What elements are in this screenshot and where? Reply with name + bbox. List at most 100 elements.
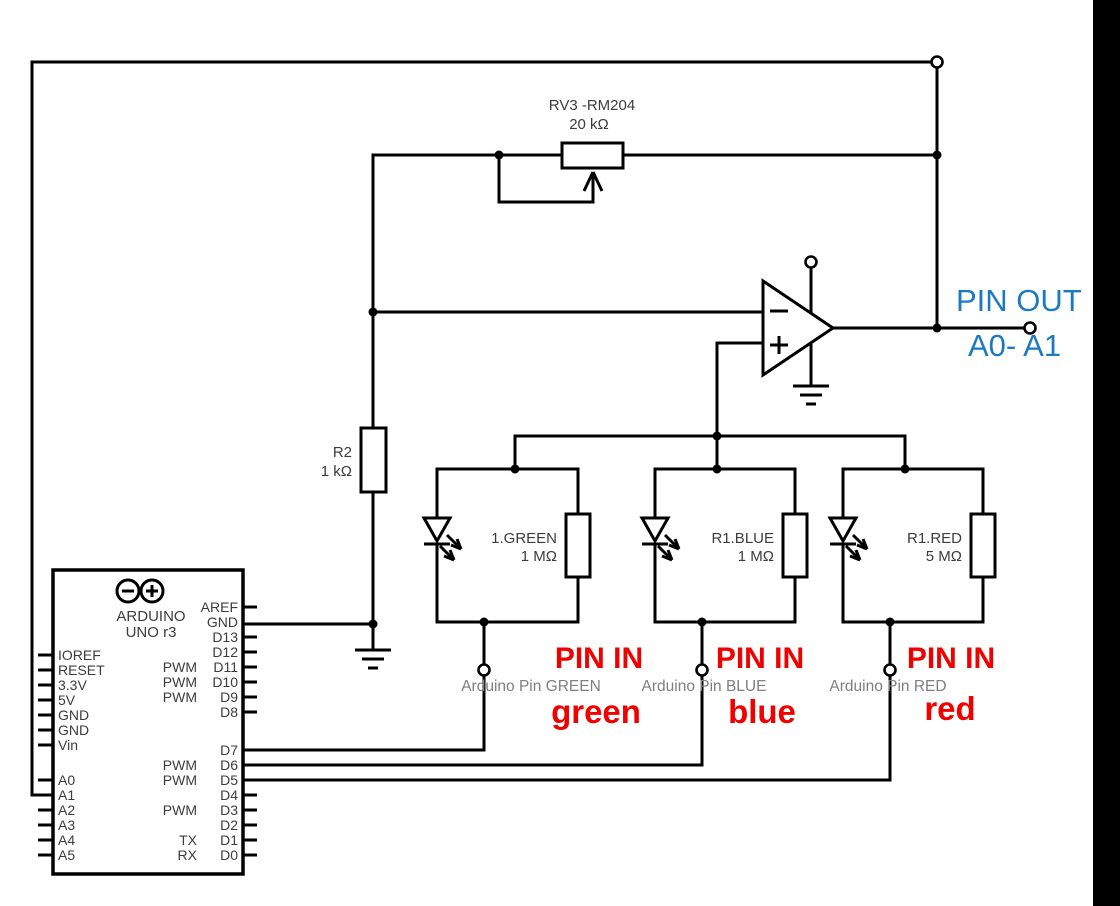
- wire-red-loop: [841, 467, 985, 624]
- pin-label-d3: D3: [220, 802, 238, 818]
- terminal-pin-in-blue: [695, 663, 709, 677]
- pin-label-3v3: 3.3V: [58, 677, 87, 693]
- arduino-logo-plus-icon: [146, 585, 158, 597]
- potentiometer-body: [560, 141, 625, 170]
- note-arduino-pin-red: Arduino Pin RED: [829, 678, 946, 695]
- led-blue-arrows: [656, 533, 681, 562]
- annotation-pin-in-red: PIN IN: [907, 642, 995, 675]
- pin-label-a4: A4: [58, 832, 75, 848]
- pin-label-d13: D13: [212, 629, 238, 645]
- annotation-pin-out-line2: A0- A1: [968, 328, 1061, 363]
- resistor-r2-value: 1 kΩ: [321, 463, 352, 480]
- pin-label-gnd1: GND: [58, 707, 89, 723]
- ground-symbol-r2: [355, 648, 391, 670]
- wire-green-loop: [435, 467, 580, 624]
- pin-prefix-d0: RX: [178, 847, 198, 863]
- branch-blue-value: 1 MΩ: [738, 548, 774, 565]
- terminal-pin-in-green: [477, 663, 491, 677]
- pin-label-d2: D2: [220, 817, 238, 833]
- led-green-arrows: [438, 533, 463, 562]
- junction-dot: [932, 323, 942, 333]
- junction-dot: [368, 307, 378, 317]
- branch-red-value: 5 MΩ: [926, 548, 962, 565]
- arduino-left-pin-stubs: [38, 653, 53, 857]
- note-arduino-pin-green: Arduino Pin GREEN: [461, 678, 601, 695]
- led-blue-icon: [639, 516, 671, 545]
- resistor-r2-name: R2: [333, 444, 352, 461]
- pin-label-d11: D11: [213, 659, 238, 675]
- pin-label-a1: A1: [58, 787, 75, 803]
- wire-led-rail: [513, 434, 907, 469]
- potentiometer-name: RV3 -RM204: [549, 97, 635, 114]
- pin-label-reset: RESET: [58, 662, 105, 678]
- junction-dot: [510, 464, 520, 474]
- pin-prefix-d3: PWM: [163, 802, 197, 818]
- annotation-pin-out-line1: PIN OUT: [956, 283, 1082, 318]
- junction-dot: [479, 617, 489, 627]
- pin-prefix-d6: PWM: [163, 757, 197, 773]
- annotation-pin-in-green: PIN IN: [555, 642, 643, 675]
- pin-label-gnd-right: GND: [207, 614, 238, 630]
- wire-noninverting-input: [715, 341, 763, 469]
- branch-blue-label: R1.BLUE: [711, 530, 774, 547]
- ground-symbol-opamp: [793, 384, 829, 406]
- pin-label-a0: A0: [58, 772, 75, 788]
- opamp-noninverting-mark: [770, 336, 788, 354]
- terminal-pin-in-red: [883, 663, 897, 677]
- wire-pot-wiper-arrow: [497, 157, 604, 204]
- arduino-right-pin-stubs: [243, 605, 257, 857]
- annotation-pin-in-blue: PIN IN: [716, 642, 804, 675]
- screen-edge-band: [1093, 0, 1120, 906]
- pin-label-d6: D6: [220, 757, 238, 773]
- pin-label-a2: A2: [58, 802, 75, 818]
- arduino-title: ARDUINO: [116, 608, 185, 625]
- branch-green-label: 1.GREEN: [491, 530, 557, 547]
- resistor-r2-body: [359, 426, 388, 494]
- pin-label-5v: 5V: [58, 692, 76, 708]
- arduino-subtitle: UNO r3: [126, 624, 177, 641]
- terminal-top-right: [930, 55, 944, 69]
- pin-prefix-d11: PWM: [163, 659, 197, 675]
- led-green-icon: [421, 516, 453, 545]
- junction-dot: [697, 617, 707, 627]
- pin-label-d12: D12: [212, 644, 238, 660]
- arduino-board-outline: [51, 568, 245, 876]
- junction-dot: [368, 619, 378, 629]
- pin-label-d8: D8: [220, 704, 238, 720]
- pin-label-d4: D4: [220, 787, 238, 803]
- junction-dot: [494, 150, 504, 160]
- wire-blue-loop: [653, 467, 797, 624]
- junction-dot: [900, 464, 910, 474]
- pin-label-d5: D5: [220, 772, 238, 788]
- wire-feedback-to-a1: [30, 60, 932, 797]
- resistor-blue-body: [781, 512, 809, 579]
- pin-prefix-d9: PWM: [163, 689, 197, 705]
- annotation-word-blue: blue: [728, 693, 796, 730]
- led-red-icon: [827, 516, 859, 545]
- terminal-opamp-power: [804, 255, 818, 269]
- branch-red-label: R1.RED: [907, 530, 962, 547]
- pin-label-gnd2: GND: [58, 722, 89, 738]
- junction-dot: [712, 464, 722, 474]
- pin-label-d10: D10: [212, 674, 238, 690]
- pin-label-ioref: IOREF: [58, 647, 101, 663]
- branch-green-value: 1 MΩ: [521, 548, 557, 565]
- junction-dot: [712, 431, 722, 441]
- arduino-logo-icon: [115, 578, 165, 604]
- pin-prefix-d10: PWM: [163, 674, 197, 690]
- pin-prefix-d5: PWM: [163, 772, 197, 788]
- potentiometer-value: 20 kΩ: [569, 116, 609, 133]
- pin-label-a3: A3: [58, 817, 75, 833]
- pin-label-a5: A5: [58, 847, 75, 863]
- note-arduino-pin-blue: Arduino Pin BLUE: [642, 678, 767, 695]
- pin-label-aref: AREF: [201, 599, 238, 615]
- junction-dot: [932, 150, 942, 160]
- annotation-word-red: red: [924, 690, 975, 727]
- resistor-green-body: [564, 512, 592, 579]
- pin-label-d7: D7: [220, 742, 238, 758]
- pin-label-d9: D9: [220, 689, 238, 705]
- pin-label-d1: D1: [220, 832, 238, 848]
- resistor-red-body: [969, 512, 997, 579]
